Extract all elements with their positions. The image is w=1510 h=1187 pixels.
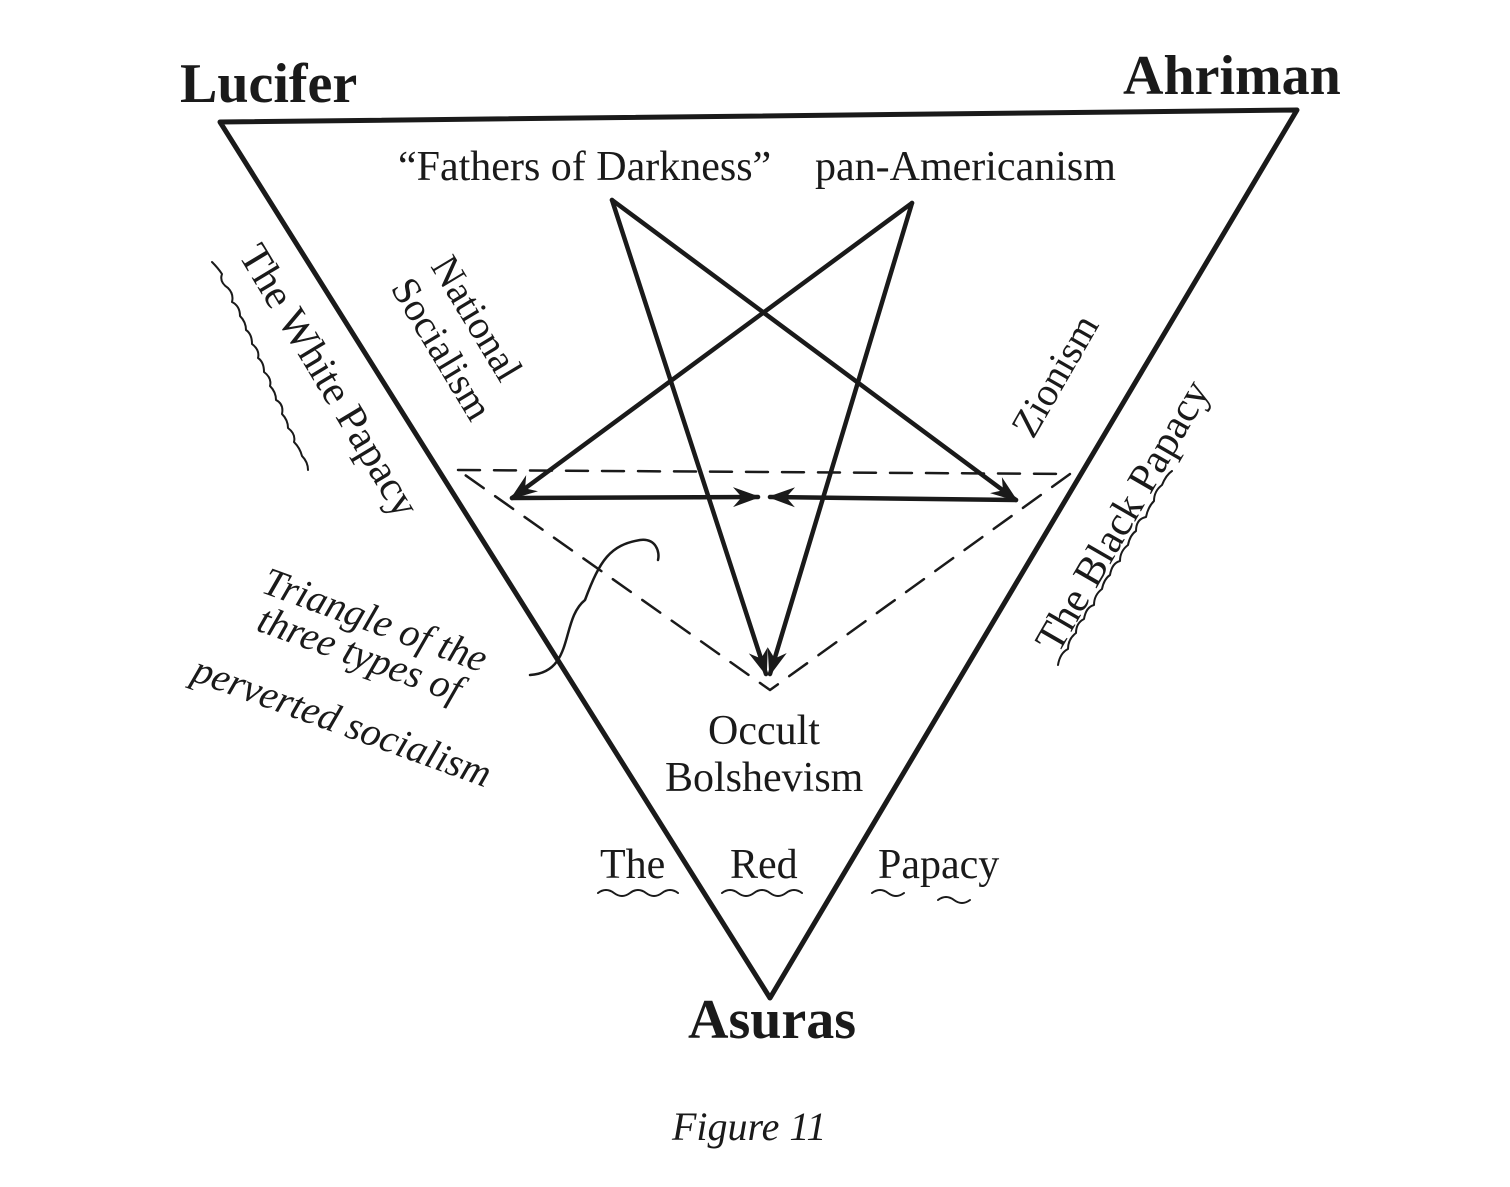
label-asuras: Asuras (688, 989, 856, 1051)
white-papacy-wavy-underline (211, 261, 309, 471)
label-lucifer: Lucifer (180, 53, 357, 115)
dashed-inner-triangle (456, 468, 1072, 692)
arrow-panamerican-to-bolshevism (767, 200, 915, 677)
arrow-fathers-to-bolshevism (609, 197, 769, 677)
label-red-papacy-papacy: Papacy (878, 842, 999, 888)
label-pan-americanism: pan-Americanism (815, 144, 1116, 190)
annotation-connector (528, 538, 660, 677)
label-white-papacy: The White Papacy (229, 236, 428, 525)
arrow-fathers-to-zionism (609, 197, 1019, 503)
red-papacy-wavy-underline-3 (871, 889, 905, 897)
red-papacy-wavy-underline-1 (597, 889, 679, 897)
label-occult: Occult (708, 708, 820, 754)
label-fathers-of-darkness: “Fathers of Darkness” (398, 144, 771, 190)
outer-triangle (217, 107, 1300, 1001)
black-papacy-wavy-underline (1057, 470, 1173, 666)
label-red-papacy-red: Red (730, 842, 798, 888)
red-papacy-wavy-underline-2 (721, 889, 803, 897)
arrow-panamerican-to-national (509, 200, 915, 501)
label-bolshevism: Bolshevism (665, 755, 864, 801)
label-zionism: Zionism (1002, 307, 1108, 445)
label-ahriman: Ahriman (1123, 45, 1341, 107)
arrow-national-to-center (509, 487, 761, 508)
arrow-zionism-to-center (767, 487, 1019, 508)
label-red-papacy-the: The (600, 842, 665, 888)
figure-caption: Figure 11 (671, 1104, 826, 1149)
red-papacy-wavy-underline-4 (937, 896, 971, 904)
